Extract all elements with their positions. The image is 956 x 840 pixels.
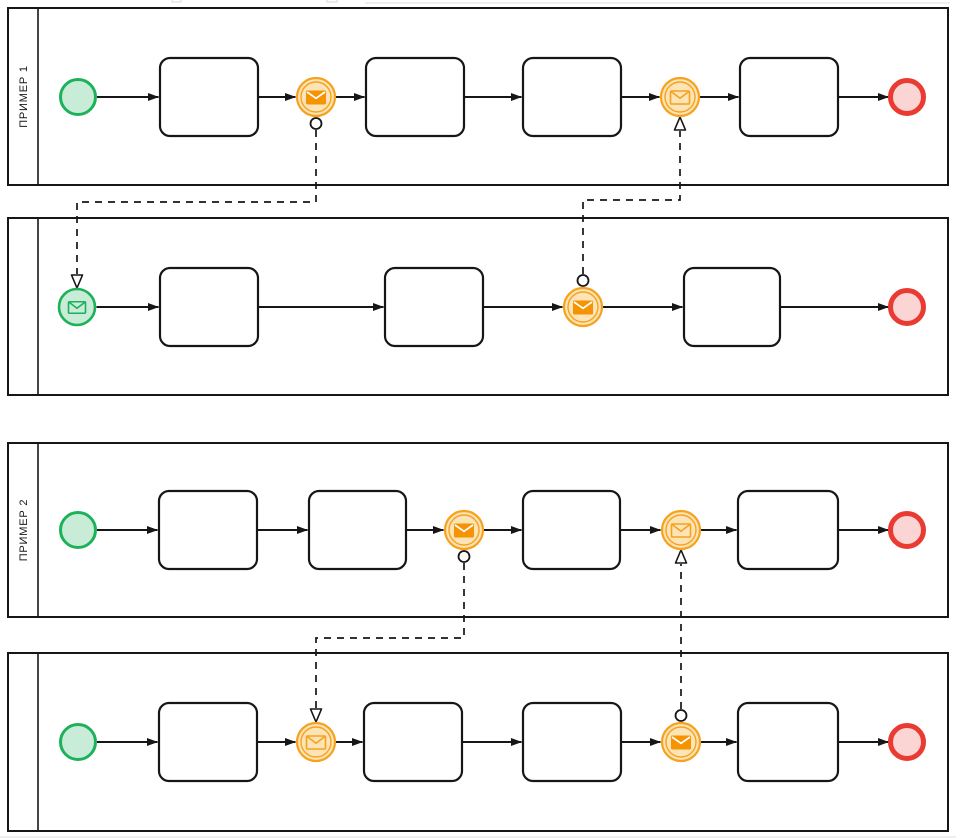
p1-task-1[interactable] xyxy=(158,56,260,138)
mf-4-target-marker-open-arrow xyxy=(674,549,688,564)
p1-message-throw-event[interactable] xyxy=(295,76,337,118)
p4-task-4[interactable] xyxy=(736,701,840,783)
p4-end-event[interactable] xyxy=(888,723,926,761)
p1-task-2[interactable] xyxy=(364,56,466,138)
mf-2-source-marker-circle xyxy=(576,274,590,287)
p2-message-start-event[interactable] xyxy=(57,287,97,327)
mf-2-line[interactable] xyxy=(582,131,681,274)
mf-2[interactable] xyxy=(576,116,687,287)
message-icon xyxy=(670,523,692,538)
message-icon-flap xyxy=(671,523,691,533)
message-icon-flap xyxy=(68,301,86,310)
p1-task-4[interactable] xyxy=(738,56,840,138)
p1-task-3[interactable] xyxy=(521,56,623,138)
p1-end-event[interactable] xyxy=(888,78,926,116)
p3-message-throw-event[interactable] xyxy=(443,509,485,551)
message-icon-flap xyxy=(306,91,326,100)
p2-task-2[interactable] xyxy=(383,266,485,348)
message-icon-flap xyxy=(670,90,690,100)
p4-message-throw-event[interactable] xyxy=(660,721,702,763)
message-icon xyxy=(669,90,691,105)
p3-task-1[interactable] xyxy=(157,489,259,571)
mf-1-target-marker-open-arrow xyxy=(70,274,84,289)
p3-task-2[interactable] xyxy=(307,489,408,571)
top-edge-artifact-fragment xyxy=(326,0,338,3)
message-icon-flap xyxy=(454,524,474,533)
pool-primer-1-label: ПРИМЕР 1 xyxy=(18,65,30,128)
mf-3-line[interactable] xyxy=(315,563,465,708)
message-icon xyxy=(305,735,327,750)
mf-3-source-marker-circle xyxy=(457,550,471,563)
top-edge-artifact-fragment xyxy=(171,0,182,3)
p4-start-event[interactable] xyxy=(59,723,97,761)
message-icon-flap xyxy=(573,301,593,310)
message-icon-flap xyxy=(306,735,326,745)
p1-start-event[interactable] xyxy=(59,78,97,116)
message-icon-flap xyxy=(671,736,691,745)
p4-task-2[interactable] xyxy=(362,701,464,783)
p2-task-3[interactable] xyxy=(682,266,782,348)
mf-3-target-marker-open-arrow xyxy=(309,708,323,723)
pool-primer-2-label: ПРИМЕР 2 xyxy=(18,499,30,562)
p3-start-event[interactable] xyxy=(59,511,97,549)
p4-message-catch-event[interactable] xyxy=(295,721,337,763)
mf-4[interactable] xyxy=(674,549,688,722)
mf-1[interactable] xyxy=(70,117,323,289)
p2-message-throw-event[interactable] xyxy=(562,286,604,328)
mf-1-source-marker-circle xyxy=(309,117,323,130)
p3-task-4[interactable] xyxy=(736,489,840,571)
p4-task-3[interactable] xyxy=(521,701,623,783)
p2-task-1[interactable] xyxy=(158,266,260,348)
p4-task-1[interactable] xyxy=(157,701,259,783)
p2-end-event[interactable] xyxy=(888,288,926,326)
p1-message-catch-event[interactable] xyxy=(659,76,701,118)
p3-message-catch-event[interactable] xyxy=(660,509,702,551)
message-icon xyxy=(67,300,87,315)
p3-end-event[interactable] xyxy=(888,511,926,549)
mf-4-source-marker-circle xyxy=(674,709,688,722)
mf-2-target-marker-open-arrow xyxy=(673,116,687,131)
mf-3[interactable] xyxy=(309,550,471,723)
p3-task-3[interactable] xyxy=(521,489,622,571)
